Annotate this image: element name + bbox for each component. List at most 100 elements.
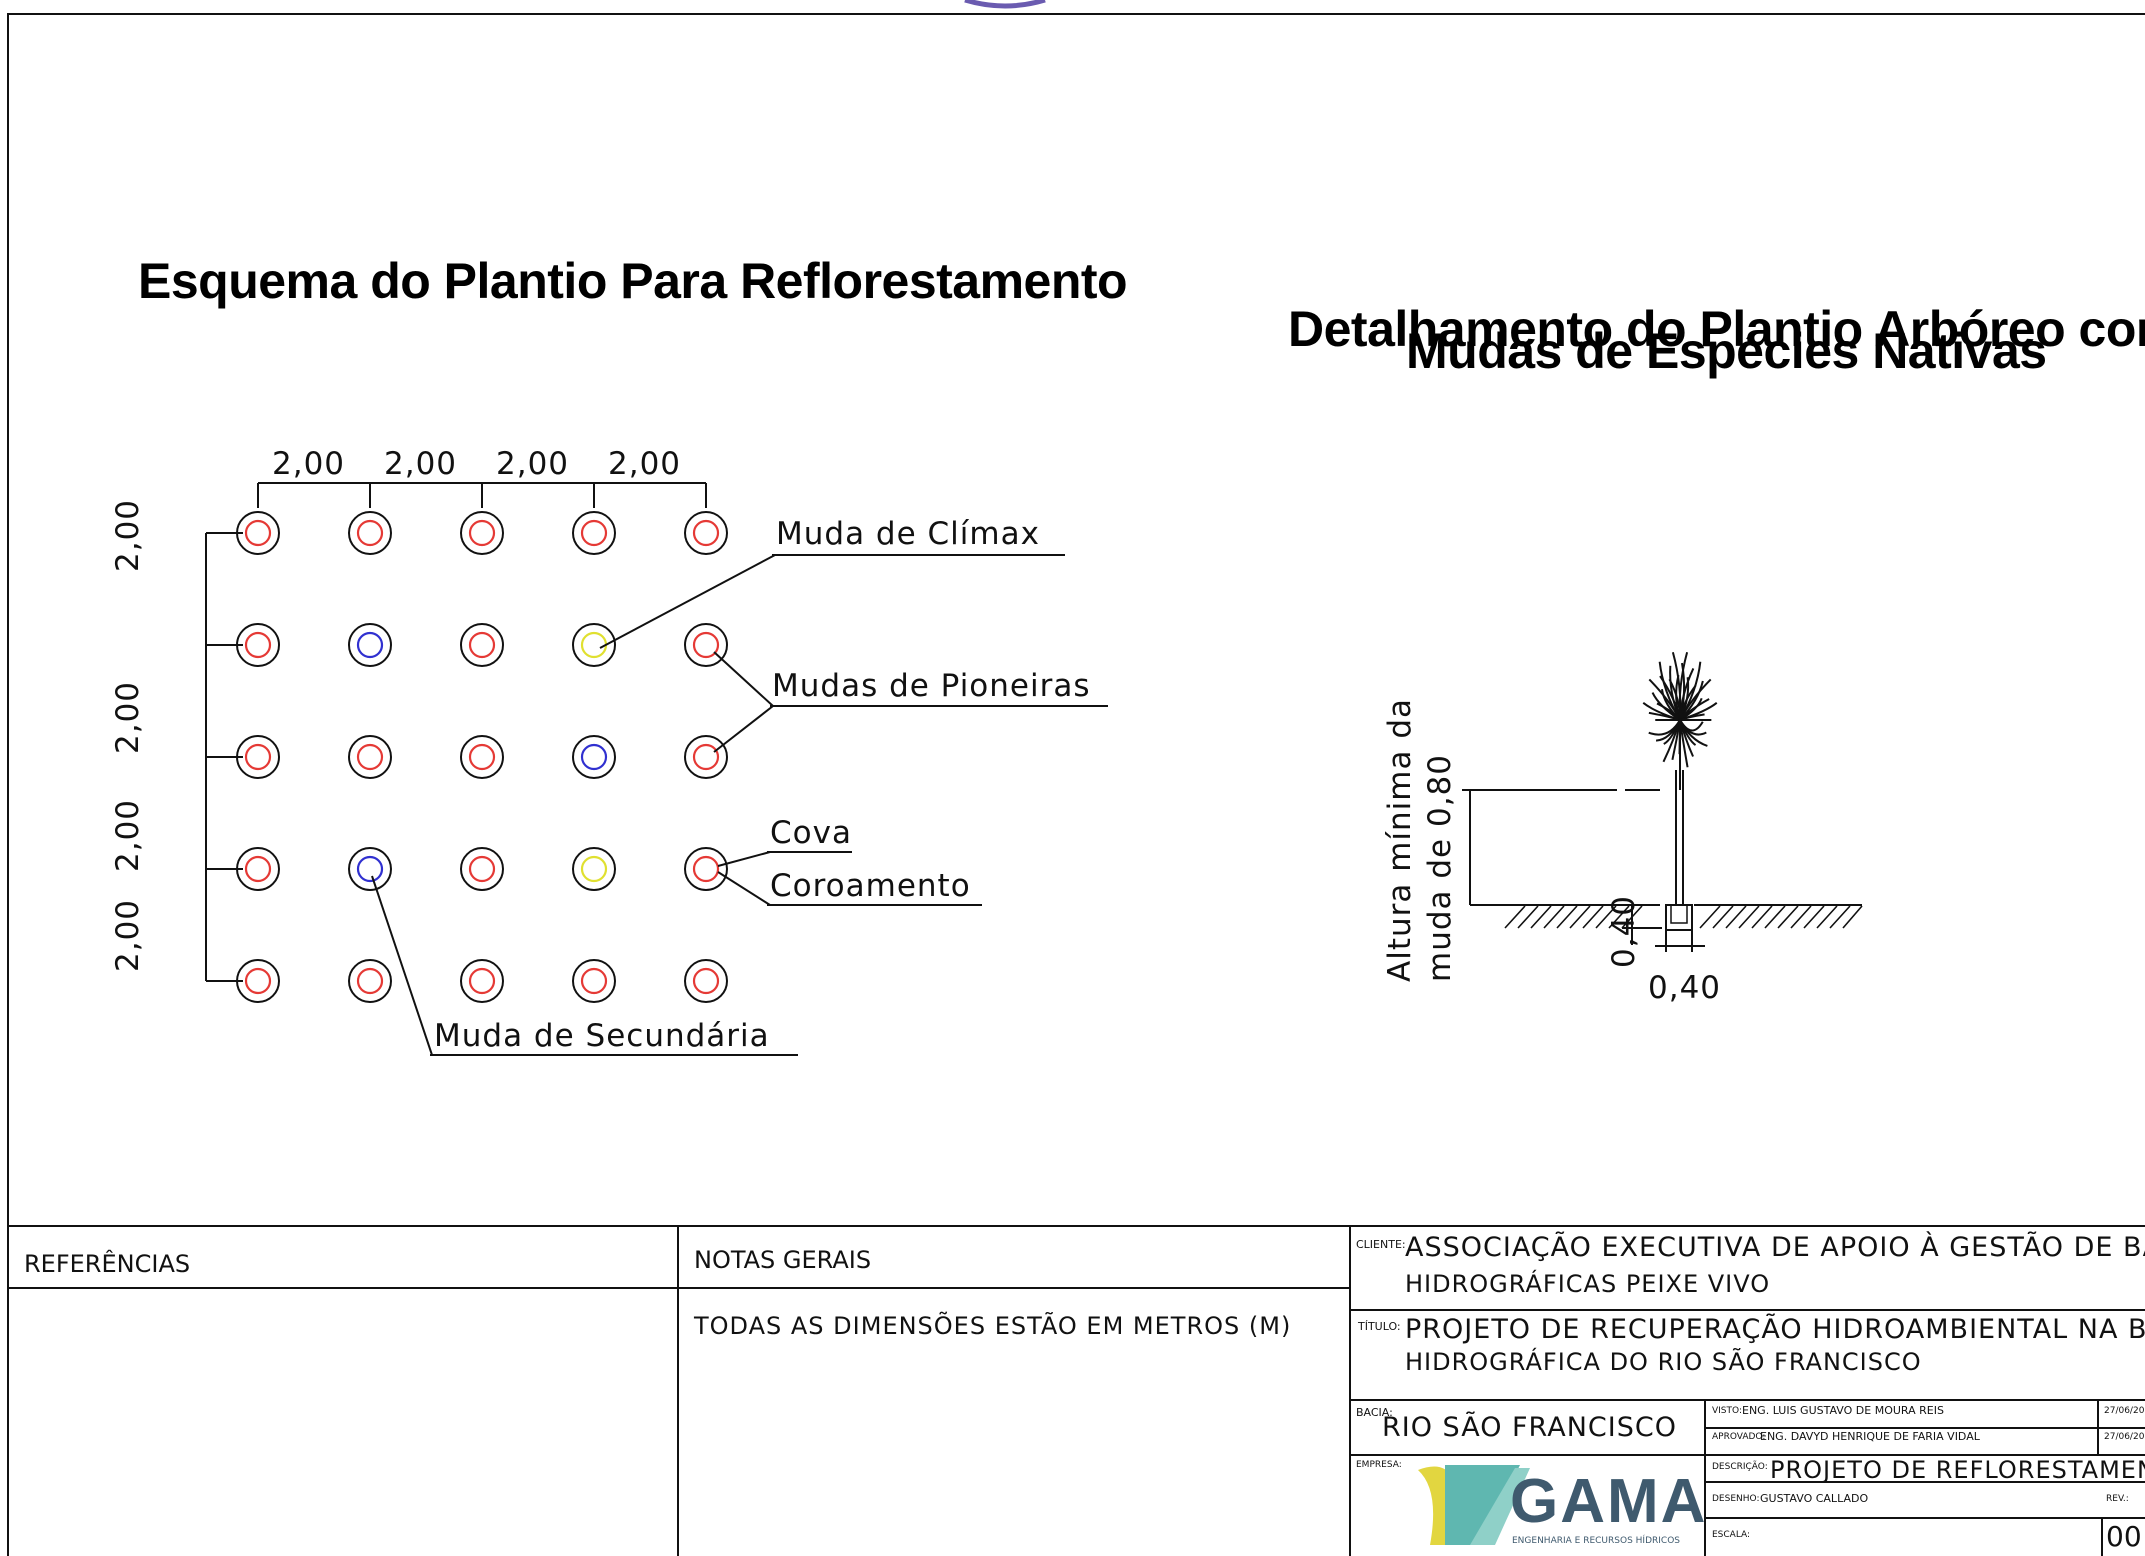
titulo-line2: HIDROGRÁFICA DO RIO SÃO FRANCISCO — [1405, 1348, 1922, 1376]
coroamento-ring — [684, 847, 728, 891]
bacia-label: BACIA: — [1356, 1406, 1393, 1419]
visto-value: ENG. LUIS GUSTAVO DE MOURA REIS — [1742, 1404, 1944, 1417]
coroamento-ring — [460, 511, 504, 555]
cova-climax — [692, 967, 720, 995]
h-dim-label-4: 2,00 — [608, 446, 682, 482]
right-diagram-title-line1: Detalhamento do Plantio Arbóreo com — [1288, 301, 2145, 357]
coroamento-ring — [684, 959, 728, 1003]
cova-climax — [580, 519, 608, 547]
cova-secundaria — [356, 855, 384, 883]
cova-climax — [468, 967, 496, 995]
planting-pit — [1665, 904, 1693, 931]
plant-grid — [236, 511, 728, 1003]
coroamento-ring — [348, 623, 392, 667]
v-dim-label-1: 2,00 — [110, 498, 146, 572]
palm-frond — [1679, 678, 1712, 721]
escala-label: ESCALA: — [1712, 1530, 1751, 1540]
cova-climax — [692, 631, 720, 659]
height-label-line1: Altura mínima da — [1382, 697, 1418, 982]
aprovado-value: ENG. DAVYD HENRIQUE DE FARIA VIDAL — [1760, 1430, 1980, 1443]
cova-climax — [580, 967, 608, 995]
coroamento-ring — [236, 735, 280, 779]
cova-climax — [692, 743, 720, 771]
coroamento-ring — [572, 735, 616, 779]
coroamento-ring — [236, 623, 280, 667]
descricao-label: DESCRIÇÃO: — [1712, 1462, 1768, 1472]
label-coroamento: Coroamento — [770, 868, 971, 904]
cova-secundaria — [356, 631, 384, 659]
cova-climax — [468, 519, 496, 547]
palm-crown-icon — [1642, 651, 1718, 790]
titulo-line1: PROJETO DE RECUPERAÇÃO HIDROAMBIENTAL NA… — [1405, 1314, 2145, 1345]
desenho-value: GUSTAVO CALLADO — [1760, 1492, 1869, 1505]
label-muda-climax: Muda de Clímax — [776, 516, 1040, 552]
h-dim-label-3: 2,00 — [496, 446, 570, 482]
aprovado-date: 27/06/20 — [2104, 1432, 2145, 1442]
visto-label: VISTO: — [1712, 1406, 1742, 1416]
label-muda-secundaria: Muda de Secundária — [434, 1018, 770, 1054]
empresa-label: EMPRESA: — [1356, 1460, 1402, 1470]
referencias-label: REFERÊNCIAS — [24, 1250, 191, 1278]
gama-logo-text: GAMA — [1510, 1467, 1708, 1536]
v-dim-label-4: 2,00 — [110, 898, 146, 972]
notas-gerais-label: NOTAS GERAIS — [694, 1246, 872, 1274]
descricao-value: PROJETO DE REFLORESTAMENTO — [1770, 1456, 2145, 1484]
coroamento-ring — [236, 511, 280, 555]
palm-frond — [1648, 719, 1681, 736]
cova-pioneira — [580, 631, 608, 659]
title-block-lines — [8, 1225, 2145, 1556]
coroamento-ring — [684, 735, 728, 779]
coroamento-ring — [348, 735, 392, 779]
rev-value: 00 — [2106, 1520, 2142, 1553]
label-cova: Cova — [770, 815, 852, 851]
notas-gerais-text: TODAS AS DIMENSÕES ESTÃO EM METROS (M) — [694, 1312, 1292, 1340]
visto-date: 27/06/20 — [2104, 1406, 2145, 1416]
coroamento-ring — [460, 623, 504, 667]
palm-frond — [1642, 702, 1681, 721]
cova-climax — [356, 743, 384, 771]
coroamento-ring — [236, 847, 280, 891]
coroamento-ring — [572, 959, 616, 1003]
coroamento-ring — [572, 511, 616, 555]
coroamento-ring — [348, 847, 392, 891]
coroamento-ring — [572, 623, 616, 667]
aprovado-label: APROVADO: — [1712, 1432, 1766, 1442]
coroamento-ring — [572, 847, 616, 891]
left-diagram-title: Esquema do Plantio Para Reflorestamento — [138, 253, 1128, 309]
cova-climax — [468, 631, 496, 659]
rev-label: REV.: — [2106, 1494, 2129, 1504]
v-dim-label-3: 2,00 — [110, 798, 146, 872]
cova-pioneira — [580, 855, 608, 883]
right-diagram-title-line2: Mudas de Espécies Nativas — [1406, 323, 2047, 379]
cova-climax — [244, 631, 272, 659]
cova-climax — [356, 519, 384, 547]
coroamento-ring — [236, 959, 280, 1003]
h-dim-label-2: 2,00 — [384, 446, 458, 482]
cova-secundaria — [580, 743, 608, 771]
cova-climax — [244, 743, 272, 771]
horizontal-dimensions — [257, 482, 707, 508]
coroamento-ring — [684, 623, 728, 667]
h-dim-label-1: 2,00 — [272, 446, 346, 482]
tree-detail — [1462, 770, 1863, 952]
pit-width-label: 0,40 — [1648, 970, 1722, 1006]
cliente-line1: ASSOCIAÇÃO EXECUTIVA DE APOIO À GESTÃO D… — [1405, 1232, 2145, 1263]
cova-climax — [468, 743, 496, 771]
gama-logo-subtitle: ENGENHARIA E RECURSOS HÍDRICOS — [1512, 1536, 1680, 1546]
ground-hatch — [1504, 905, 1863, 929]
cova-climax — [468, 855, 496, 883]
coroamento-ring — [460, 735, 504, 779]
cliente-line2: HIDROGRÁFICAS PEIXE VIVO — [1405, 1270, 1771, 1298]
label-mudas-pioneiras: Mudas de Pioneiras — [772, 668, 1091, 704]
pit-depth-label: 0,40 — [1606, 894, 1642, 968]
desenho-label: DESENHO: — [1712, 1494, 1760, 1504]
cova-climax — [356, 967, 384, 995]
bacia-value: RIO SÃO FRANCISCO — [1382, 1412, 1677, 1443]
cova-climax — [244, 519, 272, 547]
cova-climax — [244, 967, 272, 995]
height-label-line2: muda de 0,80 — [1422, 753, 1458, 982]
gama-logo-icon — [1418, 1465, 1530, 1545]
cliente-label: CLIENTE: — [1356, 1238, 1406, 1251]
coroamento-ring — [348, 959, 392, 1003]
